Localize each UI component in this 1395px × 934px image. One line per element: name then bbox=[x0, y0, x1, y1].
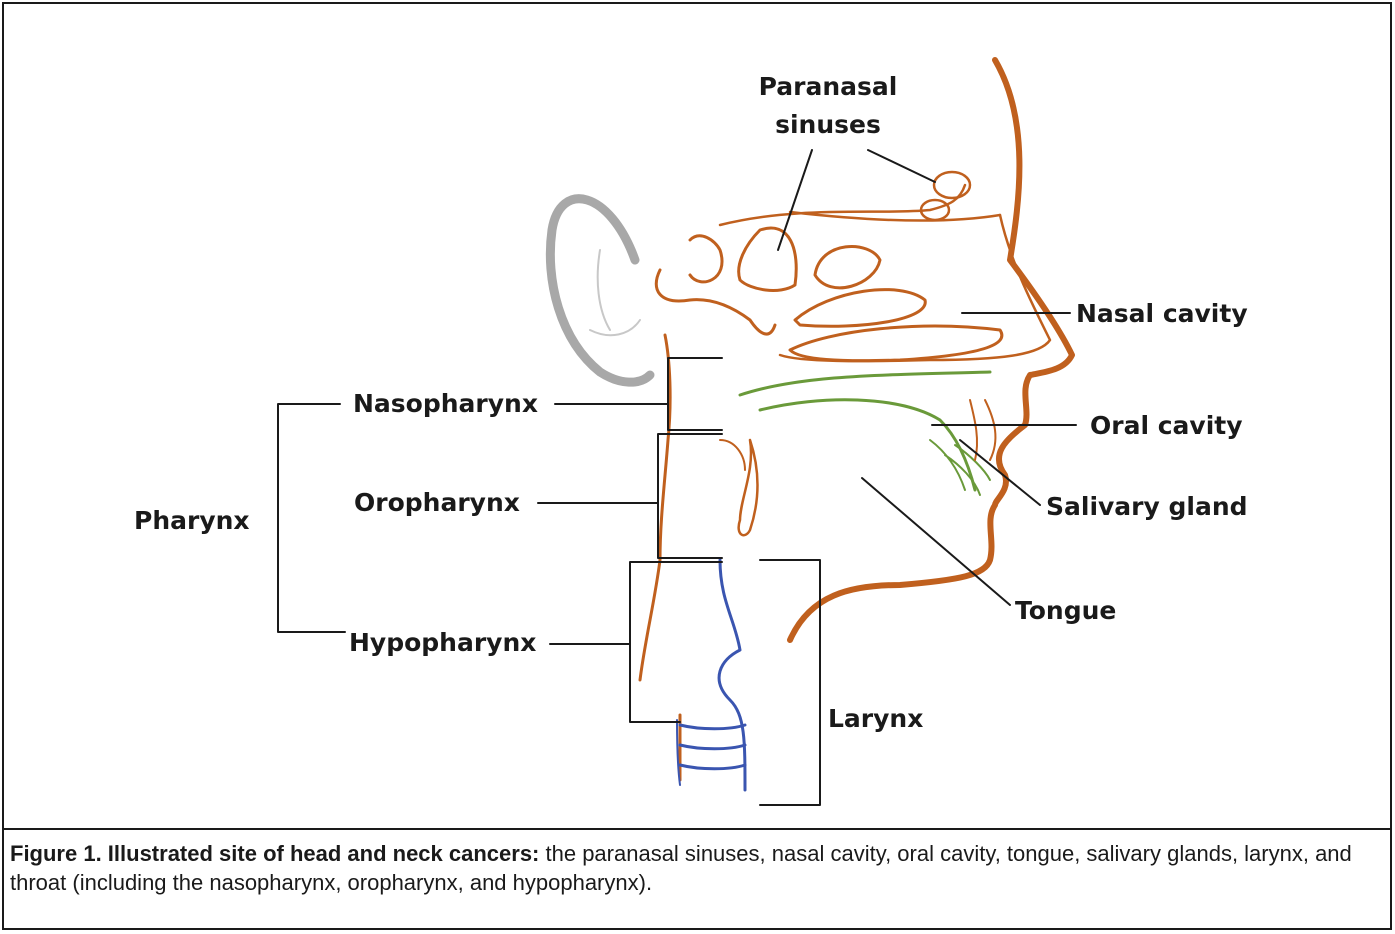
leader-paranasal-2 bbox=[868, 150, 935, 182]
label-oropharynx: Oropharynx bbox=[354, 490, 520, 515]
label-larynx: Larynx bbox=[828, 706, 923, 731]
larynx-front bbox=[719, 560, 745, 790]
skull-base bbox=[656, 236, 775, 334]
label-hypopharynx: Hypopharynx bbox=[349, 630, 536, 655]
label-nasal-cavity: Nasal cavity bbox=[1076, 301, 1248, 326]
face-profile bbox=[790, 60, 1072, 640]
label-nasopharynx: Nasopharynx bbox=[353, 391, 538, 416]
bracket-hypopharynx bbox=[630, 562, 722, 722]
tongue-base bbox=[720, 440, 745, 470]
soft-palate bbox=[760, 400, 975, 490]
label-salivary-gland: Salivary gland bbox=[1046, 494, 1248, 519]
turbinate-1 bbox=[815, 246, 880, 287]
leader-paranasal-1 bbox=[778, 150, 812, 250]
sinus-lobe bbox=[739, 228, 797, 290]
turbinate-2 bbox=[795, 290, 925, 327]
trachea-ring-3 bbox=[680, 765, 745, 769]
bracket-pharynx bbox=[278, 404, 345, 632]
bracket-nasopharynx bbox=[668, 358, 722, 430]
label-tongue: Tongue bbox=[1015, 598, 1116, 623]
caption-title: Figure 1. Illustrated site of head and n… bbox=[10, 841, 539, 866]
figure-caption: Figure 1. Illustrated site of head and n… bbox=[10, 839, 1385, 897]
bracket-larynx bbox=[760, 560, 820, 805]
label-oral-cavity: Oral cavity bbox=[1090, 413, 1243, 438]
trachea-ring-1 bbox=[680, 725, 745, 729]
trachea-ring-2 bbox=[680, 745, 745, 749]
turbinate-3 bbox=[790, 326, 1002, 361]
salivary-gland-shape bbox=[930, 440, 990, 495]
hard-palate bbox=[740, 372, 990, 395]
caption-divider bbox=[2, 828, 1392, 830]
label-paranasal-sinuses: Paranasal sinuses bbox=[748, 68, 908, 144]
label-pharynx: Pharynx bbox=[134, 508, 250, 533]
ear-outline bbox=[550, 199, 650, 382]
posterior-pharynx-wall bbox=[640, 335, 670, 680]
nasal-top-contour bbox=[720, 185, 1000, 225]
